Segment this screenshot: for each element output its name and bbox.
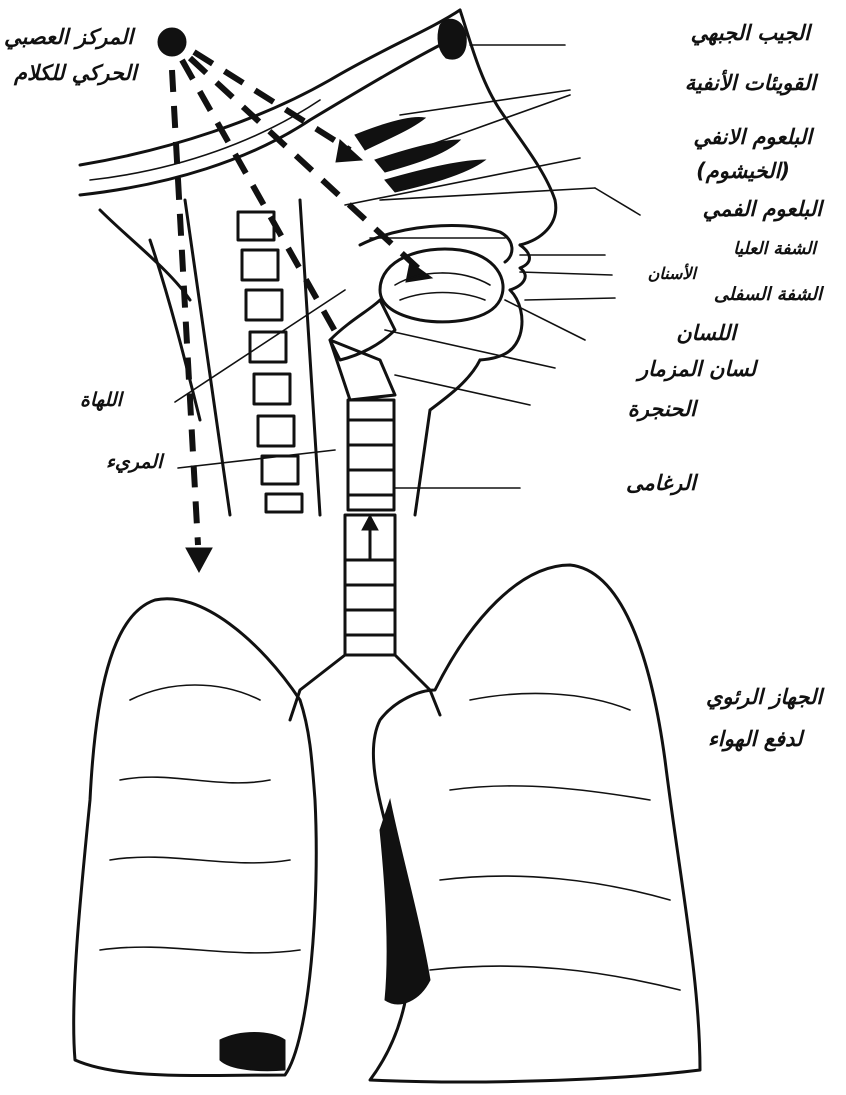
label-pulmonary-line1: الجهاز الرئوي (706, 686, 822, 709)
label-oropharynx: البلعوم الفمي (703, 198, 822, 221)
motor-center-dot (158, 28, 186, 56)
label-teeth: الأسنان (648, 265, 696, 283)
label-upper-lip: الشفة العليا (733, 240, 816, 259)
tongue-shape (380, 249, 503, 322)
nose-arrowhead (336, 140, 362, 162)
label-esophagus: المريء (106, 452, 162, 473)
label-uvula: اللهاة (80, 390, 122, 411)
airflow-arrowhead (362, 515, 378, 530)
head-outline (80, 10, 556, 515)
frontal-sinus-shape (438, 19, 466, 59)
label-motor-center-line1: المركز العصبي (4, 26, 133, 49)
label-motor-center-line2: الحركي للكلام (14, 62, 137, 85)
label-epiglottis: لسان المزمار (638, 358, 756, 381)
label-tongue: اللسان (676, 322, 736, 345)
lungs (74, 565, 700, 1082)
label-turbinates: القويئات الأنفية (685, 72, 816, 95)
left-lung-outline (370, 565, 700, 1082)
label-larynx: الحنجرة (628, 398, 696, 421)
label-pulmonary-line2: لدفع الهواء (708, 728, 802, 751)
label-frontal-sinus: الجيب الجبهي (691, 22, 810, 45)
label-nasopharynx: البلعوم الانفي (693, 126, 812, 149)
motor-path-arrowhead (186, 548, 212, 572)
label-trachea: الرغامى (626, 472, 696, 495)
right-lung-outline (74, 599, 317, 1076)
label-nasopharynx-alt: (الخيشوم) (696, 160, 790, 183)
label-lower-lip: الشفة السفلى (714, 285, 822, 305)
oral-cavity (330, 226, 512, 360)
